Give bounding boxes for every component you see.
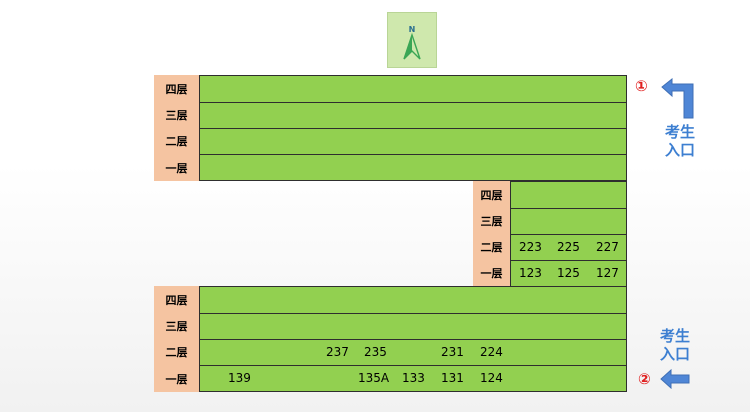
floor-label-top-3: 三层 bbox=[154, 102, 199, 128]
north-label: N bbox=[408, 25, 416, 34]
room-123: 123 bbox=[519, 266, 542, 280]
floor-row-top-3 bbox=[199, 102, 627, 129]
north-compass: N bbox=[387, 12, 437, 68]
entrance-1-label-line1: 考生 bbox=[664, 123, 695, 141]
room-231: 231 bbox=[441, 345, 464, 359]
left-arrow-icon bbox=[660, 369, 690, 389]
floor-label-bottom-3: 三层 bbox=[154, 313, 199, 339]
floor-row-middle-3 bbox=[510, 208, 627, 235]
floor-label-top-1: 一层 bbox=[154, 154, 199, 181]
floor-row-top-4 bbox=[199, 75, 627, 103]
room-223: 223 bbox=[519, 240, 542, 254]
floor-row-bottom-1 bbox=[199, 365, 627, 392]
room-225: 225 bbox=[557, 240, 580, 254]
room-124: 124 bbox=[480, 371, 503, 385]
floor-label-top-2: 二层 bbox=[154, 128, 199, 154]
floor-label-bottom-1: 一层 bbox=[154, 365, 199, 392]
bent-arrow-icon bbox=[661, 78, 694, 119]
floor-row-top-1 bbox=[199, 154, 627, 181]
room-237: 237 bbox=[326, 345, 349, 359]
entrance-1-number: ① bbox=[635, 77, 648, 95]
room-224: 224 bbox=[480, 345, 503, 359]
entrance-1-label-line2: 入口 bbox=[664, 141, 695, 159]
entrance-2-label: 考生 入口 bbox=[655, 327, 695, 363]
north-arrow-icon bbox=[403, 33, 421, 60]
floor-label-bottom-2: 二层 bbox=[154, 339, 199, 365]
entrance-2-label-line1: 考生 bbox=[659, 327, 690, 345]
entrance-1-label: 考生 入口 bbox=[660, 123, 700, 159]
room-139: 139 bbox=[228, 371, 251, 385]
room-131: 131 bbox=[441, 371, 464, 385]
room-227: 227 bbox=[596, 240, 619, 254]
floor-label-middle-3: 三层 bbox=[473, 208, 510, 234]
floor-row-middle-1 bbox=[510, 260, 627, 287]
floor-row-middle-4 bbox=[510, 181, 627, 209]
floor-label-top-4: 四层 bbox=[154, 75, 199, 102]
room-135a: 135A bbox=[358, 371, 390, 385]
room-127: 127 bbox=[596, 266, 619, 280]
room-235: 235 bbox=[364, 345, 387, 359]
floor-label-middle-1: 一层 bbox=[473, 260, 510, 286]
room-125: 125 bbox=[557, 266, 580, 280]
floor-label-middle-2: 二层 bbox=[473, 234, 510, 260]
floor-label-bottom-4: 四层 bbox=[154, 286, 199, 313]
floor-row-bottom-3 bbox=[199, 313, 627, 340]
entrance-2-label-line2: 入口 bbox=[659, 345, 690, 363]
floor-row-bottom-4 bbox=[199, 286, 627, 314]
floor-label-middle-4: 四层 bbox=[473, 181, 510, 208]
floor-row-top-2 bbox=[199, 128, 627, 155]
room-133: 133 bbox=[402, 371, 425, 385]
entrance-2-number: ② bbox=[638, 370, 651, 388]
floor-row-bottom-2 bbox=[199, 339, 627, 366]
